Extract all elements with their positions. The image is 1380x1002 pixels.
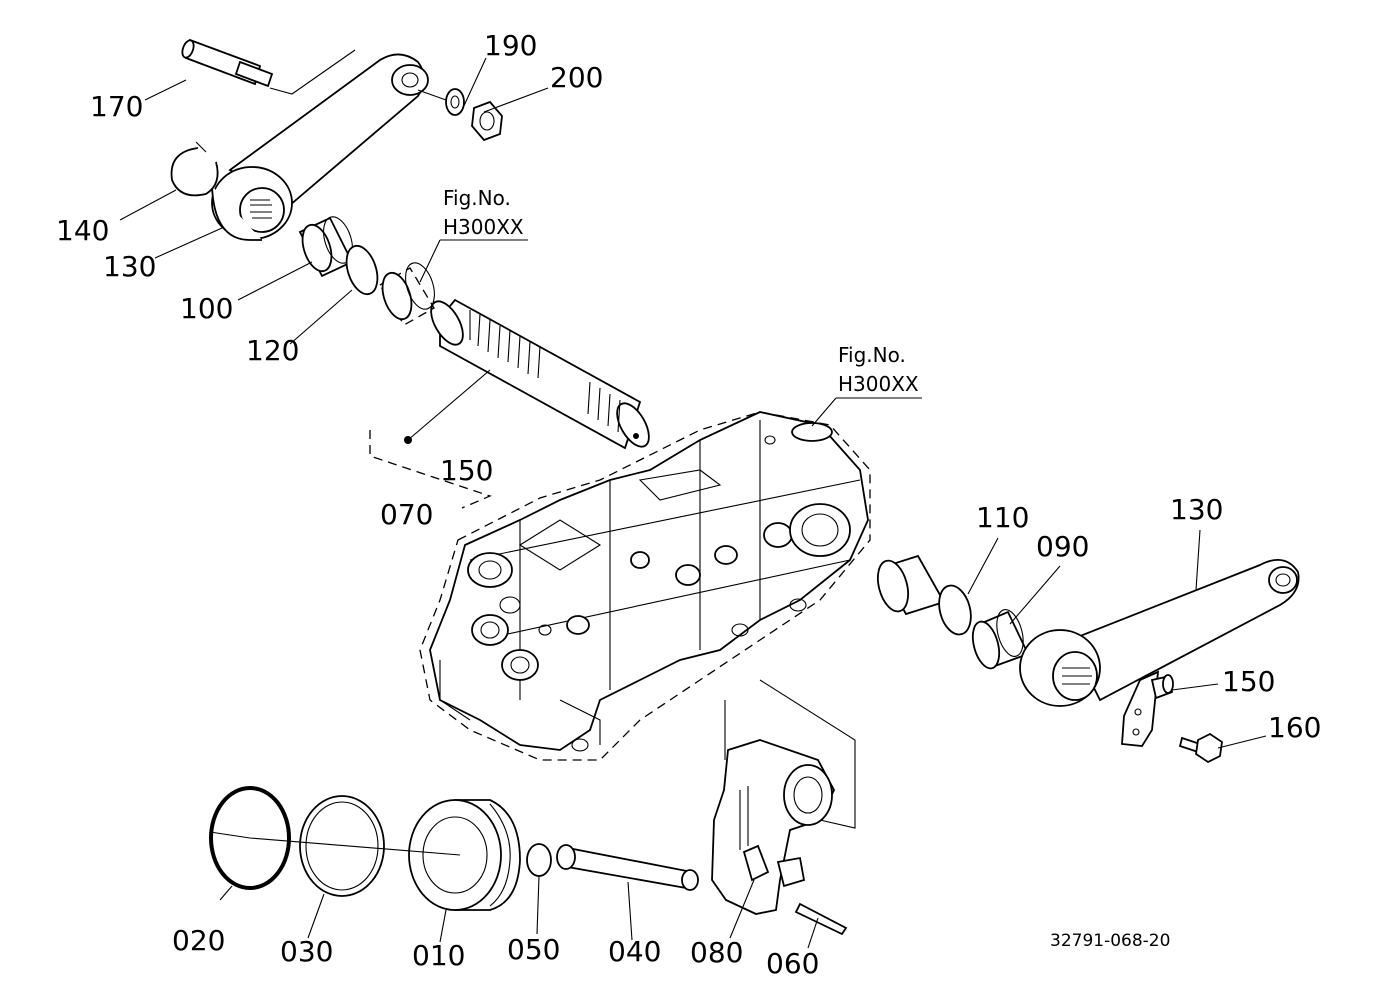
label-160: 160 (1268, 711, 1321, 744)
fig-ref-label-upper: Fig.No. (443, 186, 511, 210)
label-110: 110 (976, 501, 1029, 534)
label-130-left: 130 (103, 250, 156, 283)
label-170: 170 (90, 90, 143, 123)
o-ring-110 (938, 584, 972, 636)
label-090: 090 (1036, 530, 1089, 563)
fig-ref-code-middle: H300XX (838, 372, 919, 396)
bushing-right (876, 554, 946, 616)
label-140: 140 (56, 214, 109, 247)
hydraulic-cylinder-housing (419, 411, 871, 761)
label-190: 190 (484, 29, 537, 62)
nut-200 (471, 100, 503, 142)
piston-010 (408, 799, 521, 911)
label-150-left: 150 (440, 454, 493, 487)
o-ring-050 (526, 843, 552, 877)
label-040: 040 (608, 935, 661, 968)
label-080: 080 (690, 936, 743, 969)
lift-shaft-070 (430, 298, 650, 450)
label-100: 100 (180, 292, 233, 325)
lift-arm-left-130 (211, 53, 429, 241)
label-030: 030 (280, 935, 333, 968)
bushing-reference-h300xx (379, 262, 435, 326)
rod-040 (556, 844, 699, 891)
bolt-160 (1178, 732, 1223, 764)
part-labels: 170 190 200 140 130 100 120 150 070 110 … (56, 29, 1321, 980)
pin-060 (794, 902, 848, 936)
fig-ref-label-middle: Fig.No. (838, 343, 906, 367)
o-ring-020 (209, 786, 291, 890)
label-120: 120 (246, 334, 299, 367)
leader-lines (119, 49, 1267, 949)
diagram-code: 32791-068-20 (1050, 931, 1170, 951)
bushing-100 (298, 216, 354, 278)
bracket-150 (1121, 670, 1174, 747)
pin-170 (181, 38, 274, 88)
label-010: 010 (412, 939, 465, 972)
label-070: 070 (380, 498, 433, 531)
snap-ring-140 (170, 141, 219, 197)
label-150-right: 150 (1222, 665, 1275, 698)
o-ring-120 (345, 244, 379, 296)
label-130-right: 130 (1170, 493, 1223, 526)
fig-ref-code-upper: H300XX (443, 215, 524, 239)
lift-crank-080 (711, 739, 836, 915)
label-200: 200 (550, 61, 603, 94)
label-050: 050 (507, 933, 560, 966)
label-060: 060 (766, 947, 819, 980)
seal-090 (971, 609, 1030, 670)
lift-arm-right-130 (1019, 558, 1300, 707)
backup-ring-030 (299, 795, 385, 897)
washer-190 (445, 88, 465, 116)
label-020: 020 (172, 924, 225, 957)
